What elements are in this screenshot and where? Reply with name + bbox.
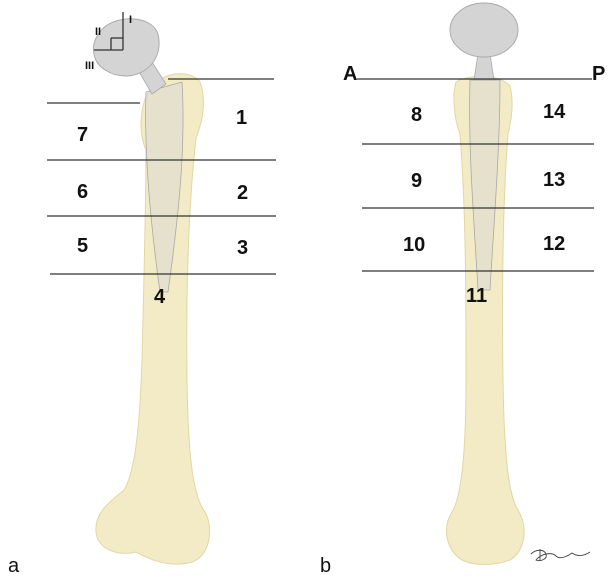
acetabular-zone-label: I xyxy=(129,14,132,26)
panel-label-b: b xyxy=(320,555,331,577)
posterior-marker: P xyxy=(592,63,605,85)
anterior-marker: A xyxy=(343,63,357,85)
zone-label: 2 xyxy=(237,182,248,204)
femur-lateral-view: A P 8 9 10 11 12 13 14 b xyxy=(320,3,605,577)
zone-label: 10 xyxy=(403,234,425,256)
zone-label: 7 xyxy=(77,124,88,146)
acetabular-zone-label: II xyxy=(95,26,101,38)
panel-label-a: a xyxy=(8,555,20,577)
illustrator-signature xyxy=(531,549,590,561)
zone-label: 5 xyxy=(77,235,88,257)
zone-label: 4 xyxy=(154,286,166,308)
femoral-neck-lateral xyxy=(474,54,494,80)
zone-label: 14 xyxy=(543,101,566,123)
zone-label: 6 xyxy=(77,181,88,203)
femoral-head-lateral xyxy=(450,3,518,57)
zone-label: 12 xyxy=(543,233,565,255)
zone-label: 8 xyxy=(411,104,422,126)
zone-label: 1 xyxy=(236,107,247,129)
zone-label: 9 xyxy=(411,170,422,192)
zone-label: 13 xyxy=(543,169,565,191)
femur-ap-view: I II III 1 2 3 4 5 6 7 a xyxy=(8,12,276,577)
zone-label: 3 xyxy=(237,237,248,259)
acetabular-zone-label: III xyxy=(85,60,94,72)
zone-label: 11 xyxy=(466,285,487,307)
